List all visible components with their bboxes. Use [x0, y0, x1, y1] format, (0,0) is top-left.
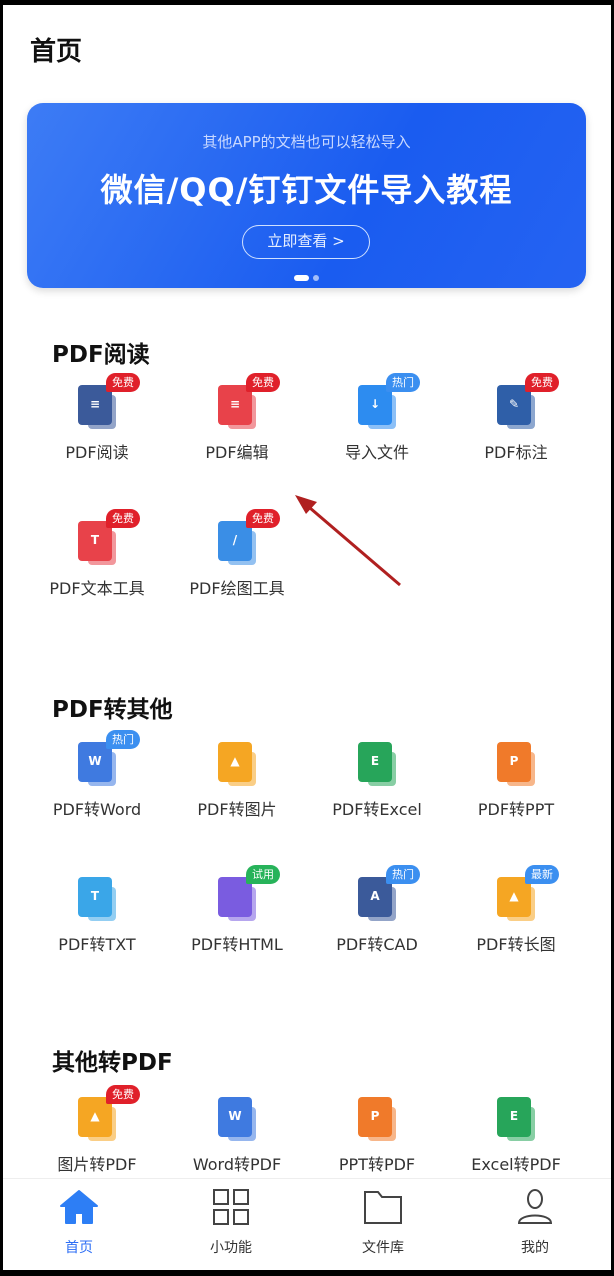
folder-icon [364, 1191, 402, 1224]
tab-files[interactable]: 文件库 [307, 1179, 459, 1270]
badge: 热门 [386, 373, 420, 392]
user-icon [517, 1189, 553, 1224]
tool-label: 导入文件 [344, 443, 409, 462]
tool-label: PDF转Word [52, 800, 142, 819]
tool-item[interactable]: 试用 PDF转HTML [167, 865, 307, 955]
document-icon: ▲ 最新 [493, 865, 559, 921]
tool-label: Excel转PDF [471, 1155, 561, 1174]
tool-item[interactable]: ↓ 热门 导入文件 [307, 373, 447, 463]
tool-label: PDF转图片 [197, 800, 277, 819]
document-icon: T 免费 [74, 509, 140, 565]
badge: 免费 [246, 509, 280, 528]
tool-label: PDF文本工具 [49, 579, 145, 598]
badge: 免费 [525, 373, 559, 392]
document-icon: ≡ 免费 [74, 373, 140, 429]
tool-item[interactable]: ▲ PDF转图片 [167, 740, 307, 820]
tool-item[interactable]: / 免费 PDF绘图工具 [167, 509, 307, 599]
tool-item[interactable]: ≡ 免费 PDF编辑 [167, 373, 307, 463]
tool-label: PDF转Excel [332, 800, 422, 819]
tool-label: PDF转CAD [336, 935, 418, 954]
home-icon [60, 1190, 98, 1224]
tool-label: PDF转HTML [191, 935, 283, 954]
tab-label: 文件库 [362, 1240, 404, 1256]
tool-item[interactable]: ≡ 免费 PDF阅读 [27, 373, 167, 463]
tool-item[interactable]: ✎ 免费 PDF标注 [446, 373, 586, 463]
tool-item[interactable]: W Word转PDF [167, 1095, 307, 1175]
tool-label: PDF转TXT [58, 935, 136, 954]
grid-icon [213, 1189, 249, 1225]
badge: 免费 [106, 373, 140, 392]
carousel-indicator[interactable] [27, 275, 586, 281]
document-icon: E [493, 1095, 539, 1141]
tab-home[interactable]: 首页 [3, 1179, 155, 1270]
tool-item[interactable]: ▲ 免费 图片转PDF [27, 1085, 167, 1175]
tool-label: PDF绘图工具 [189, 579, 285, 598]
tab-tools[interactable]: 小功能 [155, 1179, 307, 1270]
tool-label: PDF转PPT [477, 800, 555, 819]
tool-label: Word转PDF [192, 1155, 282, 1174]
tool-item[interactable]: P PPT转PDF [307, 1095, 447, 1175]
banner-headline: 微信/QQ/钉钉文件导入教程 [100, 171, 513, 209]
import-tutorial-banner[interactable]: 其他APP的文档也可以轻松导入 微信/QQ/钉钉文件导入教程 立即查看 > [27, 103, 586, 288]
annotation-arrow [295, 495, 401, 587]
document-icon: W [214, 1095, 260, 1141]
section-title: PDF转其他 [52, 697, 173, 723]
document-icon: / 免费 [214, 509, 280, 565]
tool-item[interactable]: ▲ 最新 PDF转长图 [446, 865, 586, 955]
tool-label: PDF转长图 [476, 935, 556, 954]
tool-label: PPT转PDF [338, 1155, 416, 1174]
tool-item[interactable]: A 热门 PDF转CAD [307, 865, 447, 955]
tab-label: 我的 [521, 1240, 549, 1256]
section-title: 其他转PDF [52, 1050, 173, 1076]
carousel-dot[interactable] [313, 275, 319, 281]
badge: 免费 [246, 373, 280, 392]
tool-item[interactable]: E Excel转PDF [446, 1095, 586, 1175]
document-icon: T [74, 875, 120, 921]
badge: 试用 [246, 865, 280, 884]
tab-me[interactable]: 我的 [459, 1179, 611, 1270]
carousel-dot[interactable] [294, 275, 309, 281]
tool-item[interactable]: W 热门 PDF转Word [27, 730, 167, 820]
document-icon: ▲ [214, 740, 260, 786]
document-icon: P [354, 1095, 400, 1141]
tool-label: PDF编辑 [205, 443, 269, 462]
badge: 热门 [106, 730, 140, 749]
document-icon: P [493, 740, 539, 786]
tool-item[interactable]: T PDF转TXT [27, 875, 167, 955]
badge: 热门 [386, 865, 420, 884]
bottom-tab-bar: 首页 小功能 文件库 我的 [3, 1178, 611, 1270]
tool-label: PDF阅读 [65, 443, 129, 462]
tool-item[interactable]: P PDF转PPT [446, 740, 586, 820]
document-icon: 试用 [214, 865, 280, 921]
app-screen: 首页 其他APP的文档也可以轻松导入 微信/QQ/钉钉文件导入教程 立即查看 >… [3, 5, 611, 1270]
tab-label: 小功能 [210, 1240, 252, 1256]
document-icon: A 热门 [354, 865, 420, 921]
tool-item[interactable]: E PDF转Excel [307, 740, 447, 820]
view-now-button[interactable]: 立即查看 > [242, 225, 370, 259]
document-icon: E [354, 740, 400, 786]
tool-item[interactable]: T 免费 PDF文本工具 [27, 509, 167, 599]
document-icon: ↓ 热门 [354, 373, 420, 429]
tool-label: 图片转PDF [57, 1155, 137, 1174]
tool-label: PDF标注 [484, 443, 548, 462]
banner-subtitle: 其他APP的文档也可以轻松导入 [202, 133, 411, 151]
badge: 免费 [106, 509, 140, 528]
tab-label: 首页 [65, 1240, 93, 1256]
document-icon: ≡ 免费 [214, 373, 280, 429]
badge: 最新 [525, 865, 559, 884]
document-icon: ✎ 免费 [493, 373, 559, 429]
page-title: 首页 [30, 37, 83, 67]
badge: 免费 [106, 1085, 140, 1104]
document-icon: ▲ 免费 [74, 1085, 140, 1141]
document-icon: W 热门 [74, 730, 140, 786]
section-title: PDF阅读 [52, 342, 150, 368]
